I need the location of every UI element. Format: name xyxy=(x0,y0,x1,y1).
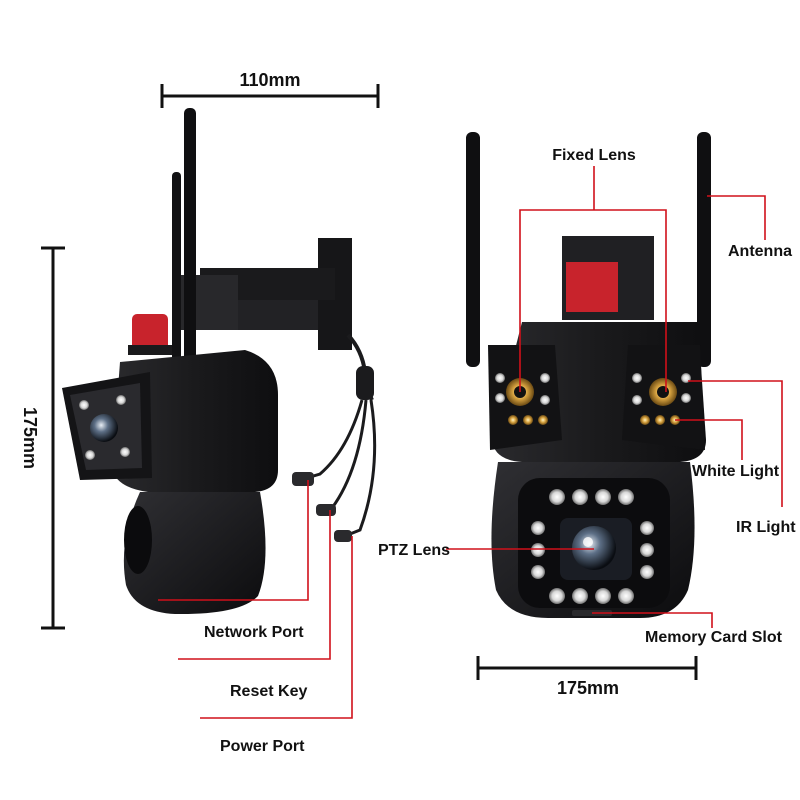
dim-height-label: 175mm xyxy=(20,407,40,469)
dim-depth-label: 175mm xyxy=(557,678,619,698)
red-beacon-front xyxy=(566,262,618,312)
ir-light-left-1 xyxy=(508,415,518,425)
antenna-right-2 xyxy=(697,132,711,367)
white-light-left-4 xyxy=(540,395,550,405)
red-beacon-base xyxy=(128,345,172,355)
leader-fixed-lens xyxy=(519,209,667,392)
led-side-1 xyxy=(79,400,89,410)
led-side-4 xyxy=(120,447,130,457)
ir-light-left-3 xyxy=(538,415,548,425)
power-port-plug xyxy=(334,530,352,542)
ptz-led-top-1 xyxy=(549,489,565,505)
cable-network xyxy=(299,399,364,482)
antenna-left-front xyxy=(184,108,196,368)
label-power-port: Power Port xyxy=(220,738,305,755)
ptz-led-right-2 xyxy=(640,543,654,557)
label-reset-key: Reset Key xyxy=(230,683,307,700)
fixed-lens-side xyxy=(90,414,118,442)
ptz-led-bottom-2 xyxy=(572,588,588,604)
ptz-lens xyxy=(572,526,616,570)
ptz-led-left-1 xyxy=(531,521,545,535)
ptz-led-left-3 xyxy=(531,565,545,579)
white-light-right-3 xyxy=(632,395,642,405)
antenna-left-rear xyxy=(172,172,181,362)
dimension-lines xyxy=(41,84,698,680)
camera-front-view xyxy=(466,132,711,618)
ptz-led-right-1 xyxy=(640,521,654,535)
leader-white-light xyxy=(675,419,743,460)
cable-power xyxy=(344,399,377,538)
cable-splitter xyxy=(356,366,374,400)
leader-network-port xyxy=(158,480,309,601)
led-side-3 xyxy=(85,450,95,460)
reset-key-plug xyxy=(316,504,336,516)
antenna-right-1 xyxy=(466,132,480,367)
leader-lines xyxy=(158,166,783,719)
leader-memory-card xyxy=(592,612,713,628)
label-network-port: Network Port xyxy=(204,624,304,641)
lower-dome xyxy=(123,492,266,615)
leader-power-port xyxy=(200,536,353,719)
ptz-led-top-2 xyxy=(572,489,588,505)
ptz-lens-glint xyxy=(583,537,593,547)
upper-housing xyxy=(112,350,278,492)
leader-reset-key xyxy=(178,510,331,660)
ir-light-right-2 xyxy=(655,415,665,425)
white-light-right-4 xyxy=(681,393,691,403)
network-port-plug xyxy=(292,472,314,486)
label-ir-light: IR Light xyxy=(736,519,796,536)
ptz-led-bottom-4 xyxy=(618,588,634,604)
dim-width-label: 110mm xyxy=(239,70,300,90)
leader-antenna xyxy=(707,195,766,240)
ptz-led-right-3 xyxy=(640,565,654,579)
cable-reset xyxy=(330,399,368,509)
white-light-right-1 xyxy=(632,373,642,383)
white-light-left-1 xyxy=(495,373,505,383)
label-antenna: Antenna xyxy=(728,243,792,260)
ir-light-right-1 xyxy=(640,415,650,425)
label-white-light: White Light xyxy=(692,463,780,480)
label-fixed-lens: Fixed Lens xyxy=(552,147,636,164)
white-light-left-2 xyxy=(540,373,550,383)
fixed-lens-right-inner xyxy=(657,386,669,398)
ptz-led-top-3 xyxy=(595,489,611,505)
ptz-led-bottom-3 xyxy=(595,588,611,604)
led-side-2 xyxy=(116,395,126,405)
ptz-lens-side xyxy=(124,506,152,574)
ir-light-left-2 xyxy=(523,415,533,425)
white-light-left-3 xyxy=(495,393,505,403)
ptz-led-top-4 xyxy=(618,489,634,505)
red-beacon xyxy=(132,314,168,352)
ptz-led-bottom-1 xyxy=(549,588,565,604)
ptz-led-left-2 xyxy=(531,543,545,557)
label-ptz-lens: PTZ Lens xyxy=(378,542,450,559)
leader-ir-light xyxy=(688,380,783,507)
label-memory-card-slot: Memory Card Slot xyxy=(645,629,783,646)
camera-side-view xyxy=(62,108,377,615)
